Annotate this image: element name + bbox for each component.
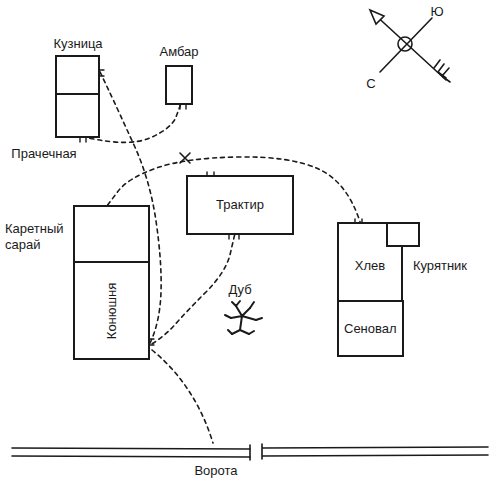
building-name: Кузница <box>53 36 102 52</box>
fence <box>12 448 250 457</box>
building-name: Амбар <box>159 44 198 60</box>
footpath <box>89 105 181 142</box>
coach-house-building: Каретный сарай <box>73 205 150 263</box>
building-name: Курятник <box>413 258 467 274</box>
building-name: Трактир <box>216 197 264 213</box>
stable-building: Конюшня <box>73 261 150 360</box>
fence <box>250 444 488 460</box>
henhouse-building: Курятник <box>386 222 420 247</box>
tree-label: Дуб <box>228 282 251 298</box>
oak-tree <box>225 301 262 334</box>
building-name: Сеновал <box>344 321 397 337</box>
building-name: Конюшня <box>104 282 120 338</box>
building-name: Каретный сарай <box>5 221 75 252</box>
granary-building: Амбар <box>165 65 193 105</box>
building-name: Прачечная <box>11 146 76 162</box>
gate-label: Ворота <box>194 463 237 479</box>
footpath <box>150 235 235 345</box>
compass <box>370 10 450 82</box>
compass-letter: С <box>366 76 375 92</box>
compass-letter: Ю <box>430 4 443 20</box>
building-name: Хлев <box>355 258 385 274</box>
laundry-building: Прачечная <box>55 93 100 138</box>
path-to-gate <box>152 350 213 443</box>
tavern-building: Трактир <box>186 175 294 235</box>
hayloft-building: Сеновал <box>337 300 404 357</box>
smithy-building: Кузница <box>55 55 100 95</box>
